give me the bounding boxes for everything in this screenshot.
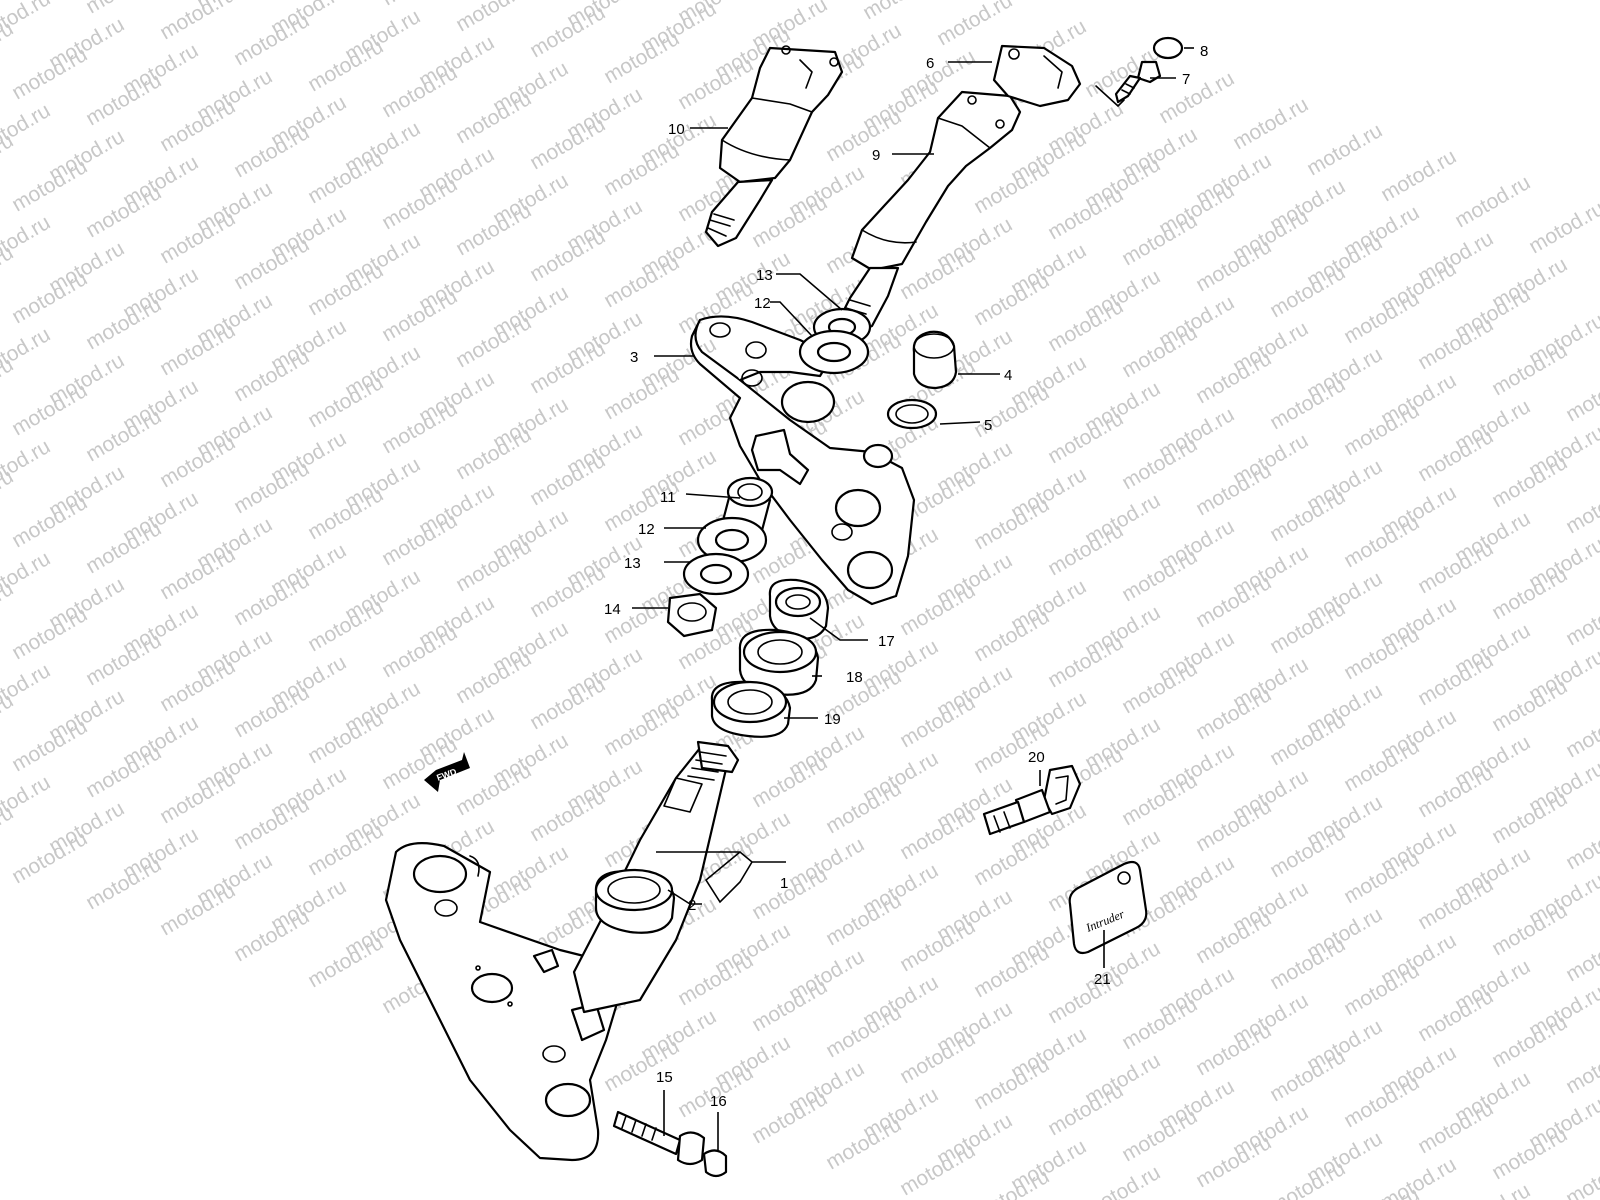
callout-8: 8 [1200, 43, 1208, 60]
watermark-text: motod.ru [1562, 925, 1600, 986]
key-part-20 [982, 764, 1082, 836]
callout-12a: 12 [754, 295, 771, 312]
watermark-text: motod.ru [1451, 1179, 1534, 1200]
callout-14: 14 [604, 601, 621, 618]
callout-15: 15 [656, 1069, 673, 1086]
callout-12b: 12 [638, 521, 655, 538]
callout-21: 21 [1094, 971, 1111, 988]
watermark-text: motod.ru [156, 0, 239, 44]
fwd-arrow-label: FWD [435, 766, 458, 783]
watermark-text: motod.ru [1377, 1153, 1460, 1200]
washer-part-12-upper [798, 329, 870, 375]
watermark-text: motod.ru [1303, 119, 1386, 180]
watermark-text: motod.ru [1562, 1037, 1600, 1098]
watermark-text: motod.ru [1562, 589, 1600, 650]
watermark-text: motod.ru [1525, 197, 1600, 258]
callout-1: 1 [780, 875, 788, 892]
watermark-text: motod.ru [1562, 1149, 1600, 1200]
watermark-text: motod.ru [82, 0, 165, 18]
watermark-text: motod.ru [452, 0, 535, 36]
callout-2: 2 [688, 897, 696, 914]
callout-9: 9 [872, 147, 880, 164]
watermark-text: motod.ru [1562, 813, 1600, 874]
callout-10: 10 [668, 121, 685, 138]
callout-13b: 13 [624, 555, 641, 572]
callout-20: 20 [1028, 749, 1045, 766]
callout-5: 5 [984, 417, 992, 434]
emblem-plate-part-21: Intruder [1068, 860, 1148, 955]
cap-part-8 [1152, 36, 1184, 60]
callout-6: 6 [926, 55, 934, 72]
upper-bracket-part-3 [689, 315, 916, 606]
callout-11: 11 [660, 489, 676, 506]
washer-part-12-lower [696, 516, 768, 564]
left-handlebar-part-10 [704, 45, 844, 248]
cap-part-4 [912, 330, 958, 390]
watermark-text: motod.ru [1562, 701, 1600, 762]
callout-16: 16 [710, 1093, 727, 1110]
nut-part-14 [666, 592, 718, 638]
washer-part-13-lower [682, 552, 750, 596]
watermark-text: motod.ru [1562, 477, 1600, 538]
callout-4: 4 [1004, 367, 1012, 384]
bearing-part-19 [710, 680, 792, 738]
watermark-text: motod.ru [1266, 1157, 1349, 1200]
callout-18: 18 [846, 669, 863, 686]
callout-19: 19 [824, 711, 841, 728]
watermark-text: motod.ru [970, 1165, 1053, 1200]
callout-17: 17 [878, 633, 895, 650]
cap-part-16 [702, 1149, 728, 1178]
handlebar-clamp-cap-part-6 [992, 44, 1125, 108]
bolt-part-7 [1114, 60, 1162, 104]
leader-lines [632, 47, 1194, 1150]
washer-part-5 [886, 398, 938, 430]
callout-7: 7 [1182, 71, 1190, 88]
watermark-text: motod.ru [1155, 67, 1238, 128]
watermark-text: motod.ru [933, 0, 1016, 50]
steering-stem-lower-bracket-part-1 [384, 740, 740, 1162]
watermark-text: motod.ru [1562, 365, 1600, 426]
callout-labels: 1 2 3 4 5 6 7 8 9 10 11 12 12 13 13 14 1… [604, 43, 1208, 1110]
watermark-text: motod.ru [1229, 93, 1312, 154]
watermark-text: motod.ru [1377, 145, 1460, 206]
bolt-part-15 [612, 1110, 706, 1166]
lock-nut-part-17 [768, 578, 830, 640]
watermark-text: motod.ru [859, 0, 942, 24]
watermark-text: motod.ru [1451, 171, 1534, 232]
callout-3: 3 [630, 349, 638, 366]
watermark-text: motod.ru [1081, 1161, 1164, 1200]
watermark-text: motod.ru [378, 0, 461, 10]
callout-13a: 13 [756, 267, 773, 284]
